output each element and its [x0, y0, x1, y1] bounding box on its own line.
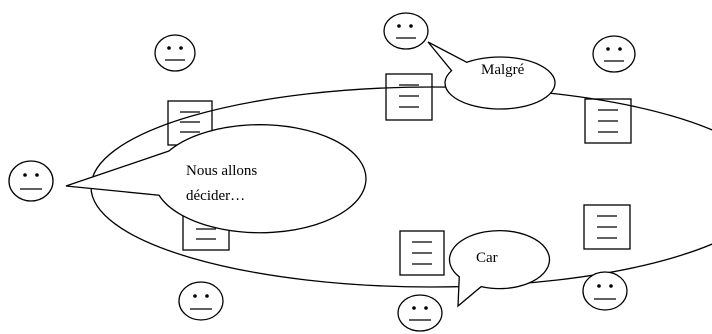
bubble-text-malgre: Malgré — [481, 62, 525, 78]
speech-bubble-nous — [65, 124, 367, 234]
smiley-bottom-center — [397, 294, 443, 332]
smiley-top-center — [383, 12, 429, 50]
speech-bubble-car — [448, 229, 551, 308]
bubble-text-nous-line1: Nous allons — [186, 163, 257, 179]
smiley-top-left — [154, 34, 196, 72]
document-bottom-center — [399, 230, 445, 276]
smiley-bottom-right — [582, 271, 628, 311]
document-top-center — [385, 73, 433, 121]
bubble-text-nous-line2: décider… — [186, 188, 245, 204]
smiley-top-right — [592, 35, 636, 73]
document-right-bottom — [583, 204, 631, 250]
bubble-text-car: Car — [476, 250, 498, 266]
document-right-top — [584, 98, 632, 144]
smiley-bottom-left — [178, 281, 224, 321]
speech-bubble-malgre — [427, 41, 556, 110]
smiley-left — [8, 160, 54, 202]
